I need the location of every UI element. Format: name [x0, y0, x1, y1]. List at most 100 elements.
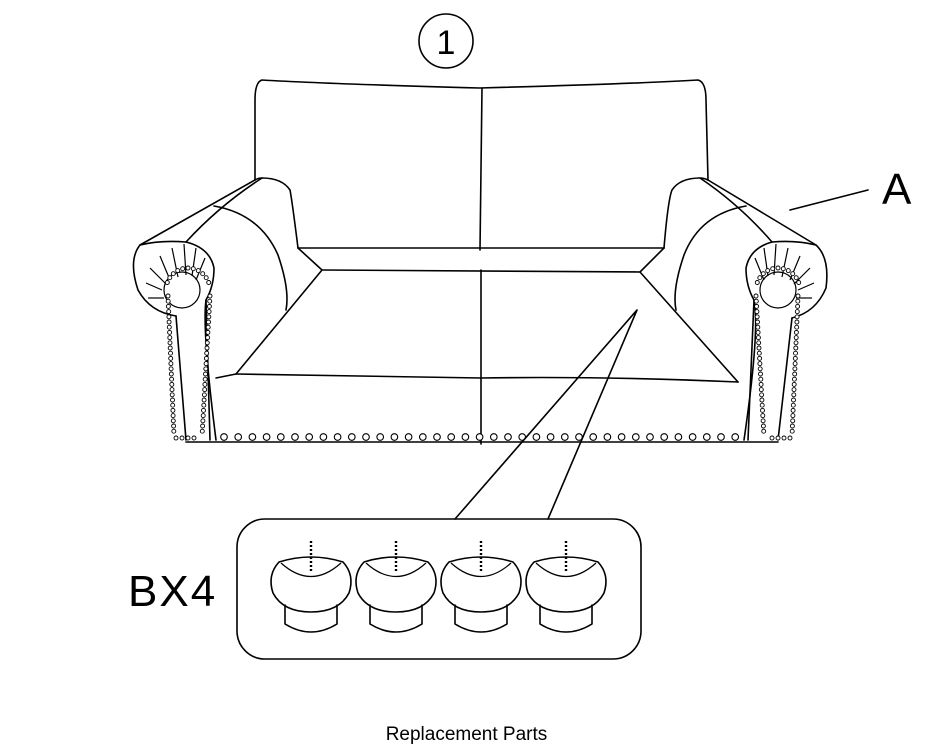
- nailhead: [753, 298, 759, 304]
- nailhead: [793, 345, 799, 351]
- nailhead: [758, 387, 764, 393]
- nailhead: [185, 265, 191, 271]
- nailhead: [199, 428, 205, 434]
- step-number: 1: [437, 24, 456, 62]
- callout-pointer: [454, 309, 638, 520]
- nailhead: [169, 387, 175, 393]
- nailhead: [731, 433, 740, 441]
- nailhead: [202, 381, 208, 387]
- nailhead: [759, 402, 765, 408]
- nailhead: [206, 314, 212, 320]
- nailhead: [175, 268, 181, 274]
- nailhead: [761, 428, 767, 434]
- nailhead: [170, 418, 176, 424]
- nailhead: [760, 423, 766, 429]
- nailhead: [765, 268, 771, 274]
- nailhead: [756, 340, 762, 346]
- nailhead: [795, 293, 801, 299]
- nailhead: [794, 319, 800, 325]
- nailhead: [276, 433, 285, 441]
- nailhead: [201, 392, 207, 398]
- nailhead: [757, 366, 763, 372]
- nailhead: [775, 265, 781, 271]
- nailhead: [179, 435, 185, 441]
- nailhead: [220, 433, 228, 441]
- nailhead: [760, 413, 766, 419]
- nailhead: [191, 435, 197, 441]
- nailhead: [234, 433, 243, 441]
- nailhead: [305, 433, 314, 441]
- nailhead: [791, 387, 797, 393]
- nailhead: [756, 350, 762, 356]
- nailhead: [165, 293, 171, 299]
- bun-foot: [270, 541, 352, 633]
- nailhead-trim-left-arm: [164, 265, 213, 441]
- nailhead: [195, 268, 201, 274]
- nailhead: [205, 335, 211, 341]
- nailhead: [757, 361, 763, 367]
- nailhead: [168, 355, 174, 361]
- nailhead: [190, 266, 196, 272]
- nailhead: [757, 355, 763, 361]
- nailhead: [362, 433, 370, 441]
- nailhead: [165, 298, 171, 304]
- nailhead: [790, 413, 796, 419]
- nailhead: [754, 303, 760, 309]
- nailhead: [660, 433, 669, 441]
- nailhead: [376, 433, 385, 441]
- nailhead: [166, 319, 172, 325]
- nailhead: [461, 433, 470, 441]
- nailhead: [203, 275, 209, 281]
- nailhead: [201, 397, 207, 403]
- nailhead: [205, 324, 211, 330]
- nailhead: [171, 428, 177, 434]
- bun-feet-group: [270, 541, 607, 633]
- bun-foot: [355, 541, 437, 633]
- nailhead: [780, 266, 786, 272]
- nailhead: [755, 329, 761, 335]
- nailhead: [447, 433, 456, 441]
- nailhead: [168, 361, 174, 367]
- nailhead: [753, 293, 759, 299]
- nailhead: [166, 309, 172, 315]
- step-marker: 1: [418, 13, 474, 69]
- nailhead: [791, 392, 797, 398]
- nailhead: [790, 407, 796, 413]
- nailhead: [793, 335, 799, 341]
- nailhead: [760, 418, 766, 424]
- nailhead-trim-front: [220, 433, 740, 441]
- nailhead: [169, 381, 175, 387]
- bun-foot: [525, 541, 607, 633]
- nailhead: [167, 335, 173, 341]
- nailhead: [170, 413, 176, 419]
- nailhead: [206, 303, 212, 309]
- nailhead: [202, 387, 208, 393]
- nailhead: [546, 433, 555, 441]
- nailhead: [167, 275, 173, 281]
- nailhead: [202, 376, 208, 382]
- nailhead: [792, 371, 798, 377]
- nailhead: [206, 280, 212, 285]
- nailhead: [791, 376, 797, 382]
- nailhead: [674, 433, 683, 441]
- nailhead: [791, 381, 797, 387]
- nailhead: [166, 324, 172, 330]
- nailhead: [759, 392, 765, 398]
- nailhead-trim-right-arm: [753, 265, 802, 441]
- nailhead: [755, 335, 761, 341]
- nailhead: [167, 340, 173, 346]
- part-b-label: BX4: [128, 567, 217, 616]
- nailhead: [201, 407, 206, 413]
- nailhead: [166, 314, 172, 320]
- nailhead: [775, 435, 781, 441]
- nailhead: [790, 418, 796, 424]
- nailhead: [792, 361, 798, 367]
- right-arm: [707, 179, 828, 319]
- nailhead: [702, 433, 711, 441]
- nailhead: [794, 314, 800, 320]
- nailhead: [207, 293, 213, 299]
- nailhead: [200, 271, 206, 277]
- nailhead: [793, 275, 799, 281]
- nailhead: [793, 350, 798, 356]
